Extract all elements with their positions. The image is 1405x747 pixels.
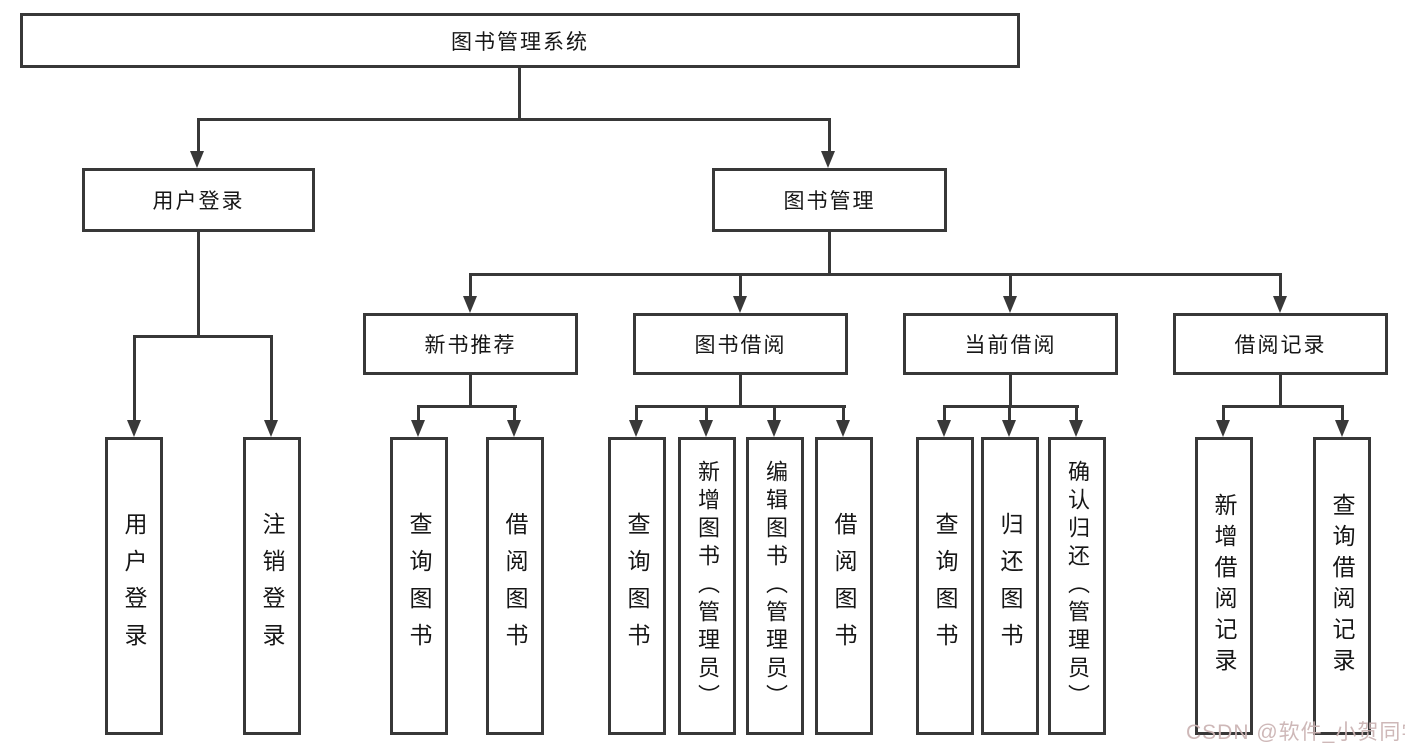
arrow-down-icon <box>733 296 747 313</box>
arrow-down-icon <box>767 420 781 437</box>
leaf-query-books-newbook: 查询图书 <box>390 437 448 735</box>
connector-line <box>1009 375 1012 408</box>
connector-line <box>1075 405 1078 422</box>
connector-line <box>513 405 516 422</box>
node-current-borrow: 当前借阅 <box>903 313 1118 375</box>
connector-line <box>828 231 831 276</box>
connector-line <box>1341 405 1344 422</box>
arrow-down-icon <box>1003 296 1017 313</box>
arrow-down-icon <box>463 296 477 313</box>
leaf-borrow-books: 借阅图书 <box>815 437 873 735</box>
arrow-down-icon <box>937 420 951 437</box>
leaf-edit-books-admin: 编辑图书（管理员） <box>746 437 804 735</box>
arrow-down-icon <box>190 151 204 168</box>
connector-line <box>133 335 273 338</box>
leaf-borrow-books-newbook: 借阅图书 <box>486 437 544 735</box>
connector-line <box>417 405 420 422</box>
connector-line <box>842 405 845 422</box>
arrow-down-icon <box>699 420 713 437</box>
arrow-down-icon <box>1216 420 1230 437</box>
connector-line <box>773 405 776 422</box>
connector-line <box>635 405 846 408</box>
csdn-watermark: CSDN @软件_小贺同学 <box>1186 721 1405 744</box>
connector-line <box>705 405 708 422</box>
leaf-query-books-borrow: 查询图书 <box>608 437 666 735</box>
arrow-down-icon <box>1335 420 1349 437</box>
leaf-query-borrow-record: 查询借阅记录 <box>1313 437 1371 735</box>
arrow-down-icon <box>1002 420 1016 437</box>
leaf-query-books-current: 查询图书 <box>916 437 974 735</box>
connector-line <box>1222 405 1225 422</box>
connector-line <box>197 118 200 152</box>
connector-line <box>197 232 200 338</box>
leaf-return-books: 归还图书 <box>981 437 1039 735</box>
arrow-down-icon <box>411 420 425 437</box>
node-book-borrow: 图书借阅 <box>633 313 848 375</box>
node-user-login: 用户登录 <box>82 168 315 232</box>
arrow-down-icon <box>1273 296 1287 313</box>
leaf-add-borrow-record: 新增借阅记录 <box>1195 437 1253 735</box>
node-new-book-recommend: 新书推荐 <box>363 313 578 375</box>
connector-line <box>270 335 273 422</box>
connector-line <box>1009 273 1012 298</box>
connector-line <box>635 405 638 422</box>
node-book-management: 图书管理 <box>712 168 947 232</box>
connector-line <box>828 118 831 152</box>
leaf-confirm-return-admin: 确认归还（管理员） <box>1048 437 1106 735</box>
connector-line <box>1008 405 1011 422</box>
node-borrow-records: 借阅记录 <box>1173 313 1388 375</box>
node-library-management-system: 图书管理系统 <box>20 13 1020 68</box>
arrow-down-icon <box>264 420 278 437</box>
leaf-logout: 注销登录 <box>243 437 301 735</box>
arrow-down-icon <box>821 151 835 168</box>
connector-line <box>469 273 472 298</box>
connector-line <box>943 405 1079 408</box>
arrow-down-icon <box>127 420 141 437</box>
connector-line <box>1279 375 1282 408</box>
arrow-down-icon <box>629 420 643 437</box>
arrow-down-icon <box>507 420 521 437</box>
connector-line <box>1279 273 1282 298</box>
connector-line <box>739 375 742 408</box>
leaf-user-login: 用户登录 <box>105 437 163 735</box>
connector-line <box>417 405 517 408</box>
connector-line <box>469 375 472 408</box>
leaf-add-books-admin: 新增图书（管理员） <box>678 437 736 735</box>
connector-line <box>518 68 521 121</box>
arrow-down-icon <box>836 420 850 437</box>
connector-line <box>739 273 742 298</box>
connector-line <box>1222 405 1344 408</box>
connector-line <box>943 405 946 422</box>
connector-line <box>469 273 1282 276</box>
connector-line <box>197 118 831 121</box>
arrow-down-icon <box>1069 420 1083 437</box>
connector-line <box>133 335 136 422</box>
